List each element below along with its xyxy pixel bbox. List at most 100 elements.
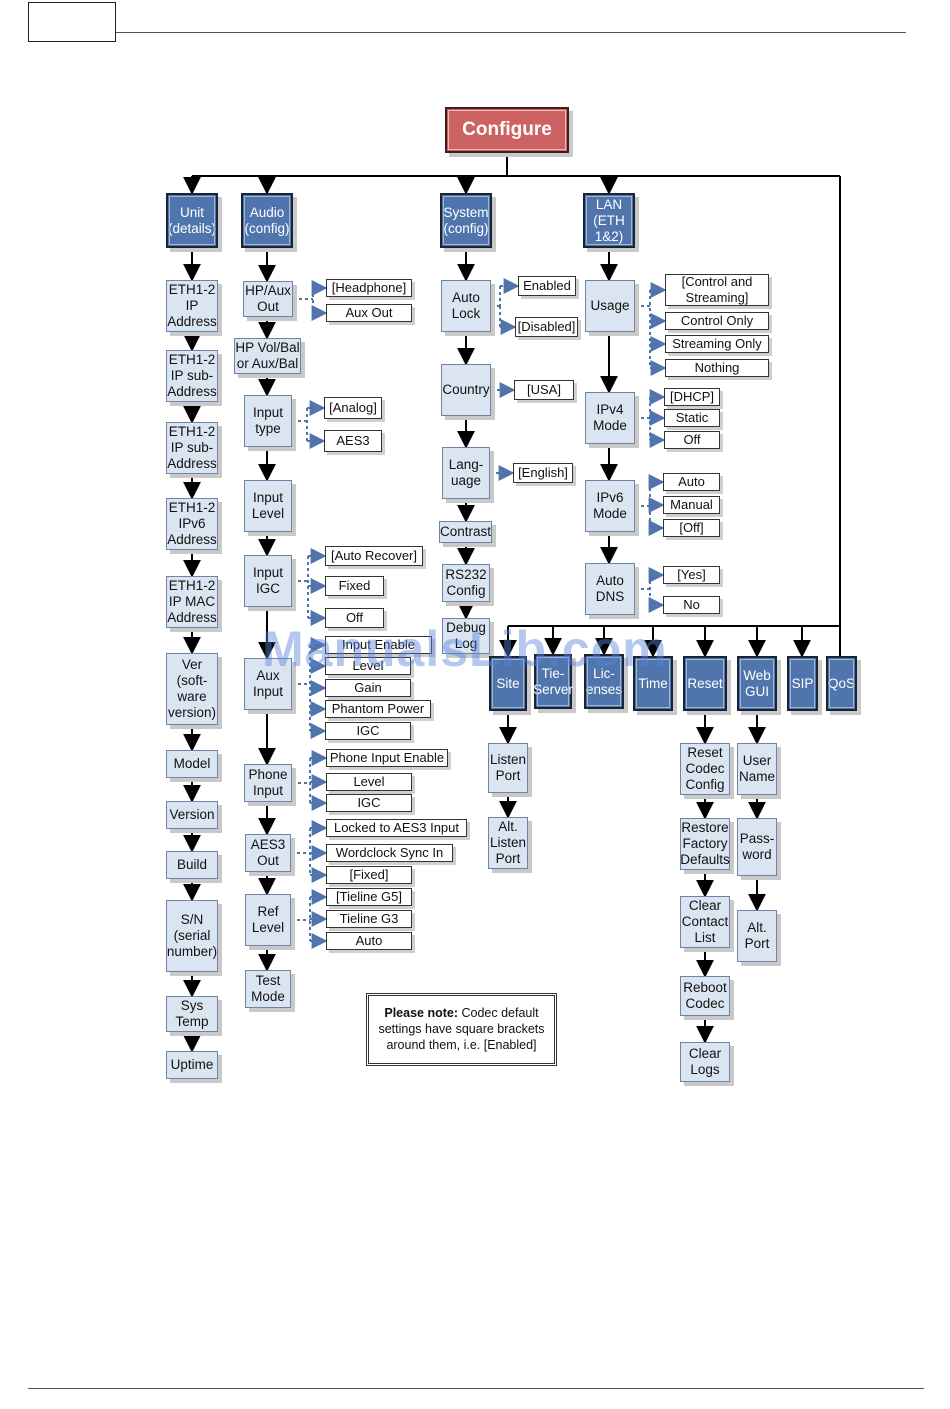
sys-temp-node: Sys Temp (166, 996, 218, 1032)
time-node: Time (633, 656, 673, 711)
test-mode-node: Test Mode (245, 970, 291, 1008)
auto-dns-node: Auto DNS (585, 563, 635, 615)
dhcp-option: [DHCP] (664, 388, 720, 406)
note-bold: Please note: (384, 1006, 459, 1020)
user-name-node: User Name (737, 743, 777, 795)
password-node: Pass- word (737, 818, 777, 876)
reset-codec-config-node: Reset Codec Config (680, 743, 730, 795)
enabled-option: Enabled (518, 276, 576, 296)
sip-node: SIP (787, 656, 818, 711)
watermark: ManualsLib.com (262, 621, 668, 677)
phantom-power-option: Phantom Power (325, 700, 431, 718)
off-option: Off (325, 608, 384, 628)
disabled-option: [Disabled] (515, 317, 578, 337)
licenses-node: Lic- enses (584, 654, 624, 709)
defaults-note: Please note: Codec default settings have… (366, 993, 557, 1066)
unit-details-node: Unit (details) (166, 193, 218, 248)
aes3-out-node: AES3 Out (245, 834, 291, 872)
aes3-option: AES3 (324, 430, 382, 452)
model-node: Model (166, 750, 218, 778)
ipv6-mode-node: IPv6 Mode (585, 480, 635, 532)
tie-server-node: Tie- Server (533, 654, 573, 709)
page-number-box (28, 2, 116, 42)
hp-vol-bal-node: HP Vol/Bal or Aux/Bal (234, 338, 301, 374)
clear-contact-list-node: Clear Contact List (680, 896, 730, 948)
eth-ip-sub-address-node-1: ETH1-2 IP sub- Address (166, 350, 218, 402)
footer-rule (28, 1388, 924, 1389)
ipv4-mode-node: IPv4 Mode (585, 392, 635, 444)
listen-port-node: Listen Port (488, 743, 528, 793)
clear-logs-node: Clear Logs (680, 1042, 730, 1082)
reset-node: Reset (683, 656, 727, 711)
tieline-g5-option: [Tieline G5] (326, 888, 412, 906)
input-type-node: Input type (244, 395, 292, 447)
web-gui-node: Web GUI (737, 656, 777, 711)
country-node: Country (441, 364, 491, 416)
system-config-node: System (config) (440, 193, 492, 248)
version-node: Version (166, 801, 218, 829)
ipv4-off-option: Off (664, 431, 720, 449)
static-option: Static (664, 409, 720, 427)
gain-option: Gain (325, 679, 411, 697)
headphone-option: [Headphone] (326, 279, 412, 297)
phone-input-enable-option: Phone Input Enable (326, 749, 448, 767)
usage-node: Usage (585, 280, 635, 332)
hp-aux-out-node: HP/Aux Out (243, 281, 293, 317)
phone-level-option: Level (326, 773, 412, 791)
input-igc-node: Input IGC (244, 555, 292, 607)
eth-ip-mac-address-node: ETH1-2 IP MAC Address (166, 576, 218, 628)
fixed-option: Fixed (325, 576, 384, 596)
header-rule (116, 32, 906, 33)
manual-option: Manual (663, 496, 720, 514)
configure-node: Configure (445, 107, 569, 153)
phone-igc-option: IGC (326, 794, 412, 812)
aux-input-node: Aux Input (244, 658, 292, 710)
ref-auto-option: Auto (326, 932, 412, 950)
language-node: Lang- uage (442, 447, 490, 499)
alt-listen-port-node: Alt. Listen Port (488, 817, 528, 869)
alt-port-node: Alt. Port (737, 910, 777, 962)
tieline-g3-option: Tieline G3 (326, 910, 412, 928)
aux-input-enable-option: Input Enable (325, 636, 432, 654)
auto-lock-node: Auto Lock (441, 280, 491, 332)
ipv6-auto-option: Auto (663, 473, 720, 491)
input-level-node: Input Level (244, 480, 292, 532)
aes3-fixed-option: [Fixed] (326, 866, 412, 884)
build-node: Build (166, 851, 218, 879)
site-node: Site (489, 656, 527, 711)
locked-aes3-option: Locked to AES3 Input (326, 819, 467, 837)
control-only-option: Control Only (665, 312, 769, 330)
ref-level-node: Ref Level (245, 894, 291, 946)
rs232-config-node: RS232 Config (442, 564, 490, 602)
usa-option: [USA] (514, 380, 574, 400)
debug-log-node: Debug Log (442, 618, 490, 654)
wordclock-option: Wordclock Sync In (326, 844, 453, 862)
auto-recover-option: [Auto Recover] (325, 546, 423, 566)
streaming-only-option: Streaming Only (665, 335, 769, 353)
lan-node: LAN (ETH 1&2) (583, 193, 635, 248)
software-version-node: Ver (soft- ware version) (166, 653, 218, 725)
qos-node: QoS (826, 656, 857, 711)
eth-ip-sub-address-node-2: ETH1-2 IP sub- Address (166, 422, 218, 474)
audio-config-node: Audio (config) (241, 193, 293, 248)
serial-number-node: S/N (serial number) (166, 900, 218, 972)
contrast-node: Contrast (439, 521, 492, 543)
control-and-streaming-option: [Control and Streaming] (665, 274, 769, 306)
english-option: [English] (513, 463, 573, 483)
ipv6-off-option: [Off] (663, 519, 720, 537)
no-option: No (663, 596, 720, 614)
restore-factory-defaults-node: Restore Factory Defaults (680, 818, 730, 870)
yes-option: [Yes] (663, 566, 720, 584)
aux-level-option: Level (325, 657, 411, 675)
eth-ipv6-address-node: ETH1-2 IPv6 Address (166, 498, 218, 550)
uptime-node: Uptime (166, 1051, 218, 1079)
nothing-option: Nothing (665, 359, 769, 377)
eth-ip-address-node: ETH1-2 IP Address (166, 280, 218, 332)
aux-igc-option: IGC (325, 722, 411, 740)
note-text: Codec default settings have square brack… (378, 1006, 545, 1052)
reboot-codec-node: Reboot Codec (680, 976, 730, 1016)
phone-input-node: Phone Input (244, 764, 292, 802)
analog-option: [Analog] (324, 397, 382, 419)
aux-out-option: Aux Out (326, 304, 412, 322)
